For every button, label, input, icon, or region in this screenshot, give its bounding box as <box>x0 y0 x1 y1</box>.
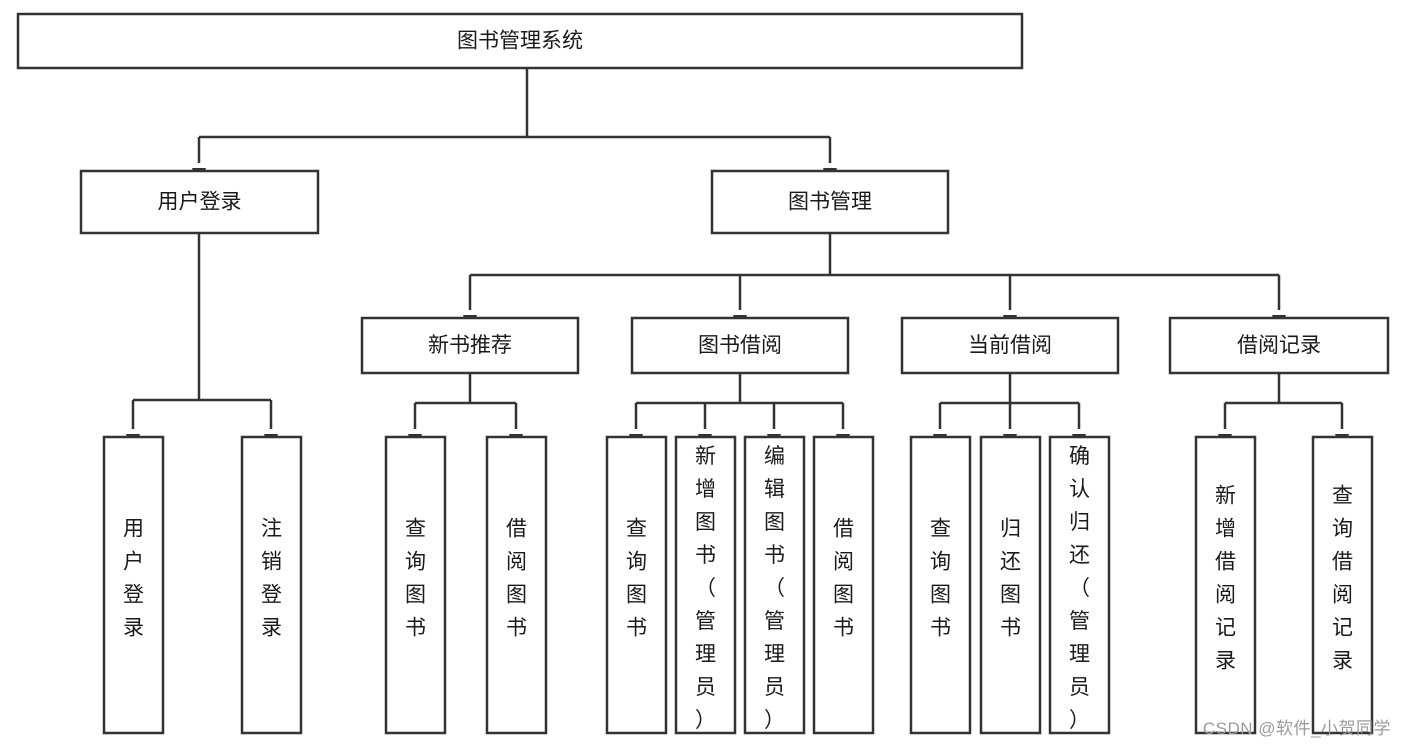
node-level3-图书借阅[interactable]: 图书借阅 <box>630 316 850 375</box>
node-leaf-10-确认归还管理员[interactable]: 确认归还（管理员） <box>1048 435 1111 735</box>
node-box[interactable] <box>1311 435 1374 735</box>
node-box[interactable] <box>79 169 320 235</box>
node-leaf-11-新增借阅记录[interactable]: 新增借阅记录 <box>1194 435 1257 735</box>
node-box[interactable] <box>743 435 806 735</box>
node-box[interactable] <box>102 435 165 735</box>
node-level3-新书推荐[interactable]: 新书推荐 <box>360 316 580 375</box>
node-label: 新书推荐 <box>428 334 512 357</box>
node-label: 借阅记录 <box>1237 334 1321 357</box>
node-level3-当前借阅[interactable]: 当前借阅 <box>900 316 1120 375</box>
node-label: 查询图书 <box>930 518 951 640</box>
node-leaf-0-用户登录[interactable]: 用户登录 <box>102 435 165 735</box>
node-box[interactable] <box>485 435 548 735</box>
node-leaf-12-查询借阅记录[interactable]: 查询借阅记录 <box>1311 435 1374 735</box>
node-label: 查询图书 <box>626 518 647 640</box>
node-label: 新增借阅记录 <box>1215 485 1236 673</box>
node-label: 当前借阅 <box>968 334 1052 357</box>
node-box[interactable] <box>630 316 850 375</box>
node-level3-借阅记录[interactable]: 借阅记录 <box>1168 316 1390 375</box>
node-label: 新增图书（管理员） <box>695 445 716 732</box>
node-label: 确认归还（管理员） <box>1069 445 1090 732</box>
node-leaf-2-查询图书[interactable]: 查询图书 <box>384 435 447 735</box>
node-root-图书管理系统[interactable]: 图书管理系统 <box>16 12 1024 70</box>
node-box[interactable] <box>384 435 447 735</box>
node-box[interactable] <box>240 435 303 735</box>
node-layer: 图书管理系统用户登录图书管理新书推荐图书借阅当前借阅借阅记录用户登录注销登录查询… <box>16 12 1390 735</box>
node-leaf-8-查询图书[interactable]: 查询图书 <box>909 435 972 735</box>
node-leaf-5-新增图书管理员[interactable]: 新增图书（管理员） <box>674 435 737 735</box>
node-leaf-4-查询图书[interactable]: 查询图书 <box>605 435 668 735</box>
node-box[interactable] <box>710 169 950 235</box>
node-box[interactable] <box>909 435 972 735</box>
node-leaf-1-注销登录[interactable]: 注销登录 <box>240 435 303 735</box>
node-box[interactable] <box>1168 316 1390 375</box>
connector-layer <box>131 68 1344 429</box>
node-leaf-3-借阅图书[interactable]: 借阅图书 <box>485 435 548 735</box>
node-label: 图书借阅 <box>698 334 782 357</box>
node-box[interactable] <box>605 435 668 735</box>
node-leaf-9-归还图书[interactable]: 归还图书 <box>979 435 1042 735</box>
node-label: 查询图书 <box>405 518 426 640</box>
node-leaf-6-编辑图书管理员[interactable]: 编辑图书（管理员） <box>743 435 806 735</box>
node-label: 编辑图书（管理员） <box>764 445 785 732</box>
node-box[interactable] <box>674 435 737 735</box>
node-label: 图书管理 <box>788 191 872 214</box>
node-box[interactable] <box>900 316 1120 375</box>
node-box[interactable] <box>812 435 875 735</box>
node-leaf-7-借阅图书[interactable]: 借阅图书 <box>812 435 875 735</box>
node-label: 用户登录 <box>123 518 144 640</box>
node-label: 借阅图书 <box>506 518 527 640</box>
node-box[interactable] <box>360 316 580 375</box>
node-box[interactable] <box>1048 435 1111 735</box>
node-level2-用户登录[interactable]: 用户登录 <box>79 169 320 235</box>
node-level2-图书管理[interactable]: 图书管理 <box>710 169 950 235</box>
node-label: 查询借阅记录 <box>1332 485 1353 673</box>
node-box[interactable] <box>16 12 1024 70</box>
node-label: 图书管理系统 <box>457 30 583 53</box>
node-label: 归还图书 <box>1000 518 1021 640</box>
node-box[interactable] <box>979 435 1042 735</box>
node-label: 借阅图书 <box>833 518 854 640</box>
node-box[interactable] <box>1194 435 1257 735</box>
node-label: 注销登录 <box>261 518 282 640</box>
node-label: 用户登录 <box>158 191 242 214</box>
